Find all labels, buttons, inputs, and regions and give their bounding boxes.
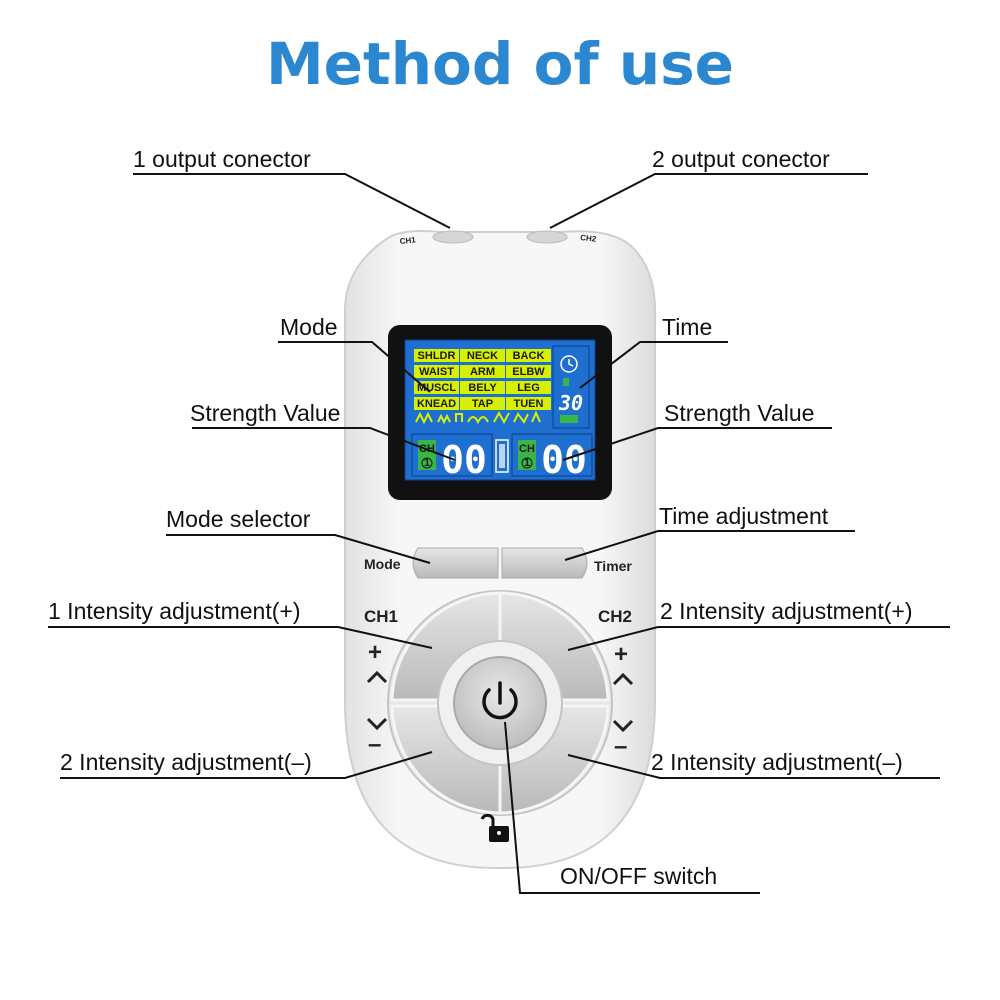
ch2-output-port — [526, 230, 568, 244]
leader-onoff — [504, 721, 760, 894]
time-marker — [560, 415, 578, 423]
ch2-port-label: CH2 — [580, 233, 597, 244]
ch1-minus-symbol: – — [368, 731, 381, 758]
label-intensity-1-plus: 1 Intensity adjustment(+) — [48, 598, 301, 624]
lcd-mode-label: ARM — [470, 366, 495, 378]
mode-button[interactable] — [412, 547, 499, 579]
timer-button-label: Timer — [594, 558, 632, 574]
power-icon — [482, 681, 518, 720]
label-strength-right: Strength Value — [664, 400, 815, 426]
label-intensity-2-minus-right: 2 Intensity adjustment(–) — [651, 749, 903, 775]
time-value: 30 — [558, 391, 583, 415]
leader-strength-left — [192, 427, 456, 461]
lcd-mode-cell — [506, 349, 551, 362]
lcd-mode-label: NECK — [467, 350, 498, 362]
ch1-output-port — [432, 230, 474, 244]
waveform-icons — [415, 410, 541, 425]
label-mode: Mode — [280, 314, 338, 340]
battery-icon — [495, 439, 509, 473]
time-unit-indicator — [563, 378, 569, 386]
lcd-mode-label: LEG — [517, 382, 540, 394]
ch2-label: CH2 — [598, 607, 632, 626]
label-strength-left: Strength Value — [190, 400, 341, 426]
lcd-mode-cell — [460, 381, 505, 394]
lcd-mode-cell — [506, 365, 551, 378]
lcd-mode-cell — [460, 397, 505, 410]
lcd-mode-cell — [506, 397, 551, 410]
lcd-mode-cell — [414, 381, 459, 394]
lcd-mode-label: SHLDR — [418, 350, 456, 362]
label-output-connector-2: 2 output conector — [652, 146, 830, 172]
page-title: Method of use — [265, 30, 735, 98]
lcd-mode-label: MUSCL — [417, 382, 456, 394]
lcd-mode-label: WAIST — [419, 366, 454, 378]
leader-lines — [48, 173, 950, 894]
leader-time — [579, 341, 728, 389]
label-intensity-2-minus-left: 2 Intensity adjustment(–) — [60, 749, 312, 775]
ch2-minus-symbol: – — [614, 733, 627, 760]
ch2-number: 1 — [524, 457, 530, 469]
lcd-mode-label: TAP — [472, 398, 493, 410]
time-panel — [552, 345, 590, 429]
label-time: Time — [662, 314, 713, 340]
ch1-number: 1 — [424, 457, 430, 469]
leader-strength-right — [562, 427, 832, 461]
ch1-up-chevron-icon — [366, 670, 388, 684]
mode-button-label: Mode — [364, 556, 401, 572]
ch1-panel — [411, 433, 493, 477]
lcd-mode-cell — [414, 397, 459, 410]
leader-int2-plus — [567, 626, 950, 651]
leader-int2-minus-left — [60, 751, 433, 779]
lcd-mode-cell — [460, 365, 505, 378]
timer-button[interactable] — [501, 547, 588, 579]
leader-out2 — [549, 173, 868, 229]
leader-time-adjust — [564, 530, 855, 561]
leader-int2-minus-right — [567, 754, 940, 779]
lcd-mode-cell — [414, 349, 459, 362]
leader-mode-selector — [166, 534, 431, 564]
ch1-port-label: CH1 — [399, 235, 416, 246]
label-output-connector-1: 1 output conector — [133, 146, 311, 172]
lcd-mode-label: TUEN — [514, 398, 544, 410]
lcd-mode-label: BELY — [468, 382, 497, 394]
ch2-down-chevron-icon — [612, 719, 634, 733]
clock-icon — [560, 355, 578, 373]
ch1-plus-symbol: + — [368, 639, 382, 666]
lcd-mode-cell — [414, 365, 459, 378]
lcd-mode-label: KNEAD — [417, 398, 456, 410]
ch1-down-chevron-icon — [366, 717, 388, 731]
leader-out1 — [133, 173, 451, 229]
leader-mode — [278, 341, 431, 393]
ch2-up-chevron-icon — [612, 672, 634, 686]
label-mode-selector: Mode selector — [166, 506, 311, 532]
label-onoff-switch: ON/OFF switch — [560, 863, 718, 889]
ch1-label: CH1 — [364, 607, 398, 626]
lcd-mode-cell — [460, 349, 505, 362]
label-time-adjustment: Time adjustment — [659, 503, 829, 529]
ch2-panel — [511, 433, 593, 477]
lcd-mode-cell — [506, 381, 551, 394]
ch2-tag: CH — [519, 443, 535, 455]
ch2-plus-symbol: + — [614, 641, 628, 668]
lcd-mode-grid: SHLDR NECK BACK WAIST ARM ELBW MUSCL BELY LEG KNE… — [414, 349, 551, 410]
leader-int1-plus — [48, 626, 433, 649]
label-intensity-2-plus: 2 Intensity adjustment(+) — [660, 598, 913, 624]
ch1-strength-value: 00 — [441, 438, 487, 482]
lcd-mode-label: ELBW — [512, 366, 545, 378]
unlock-icon — [480, 813, 509, 842]
lcd-mode-label: BACK — [513, 350, 545, 362]
